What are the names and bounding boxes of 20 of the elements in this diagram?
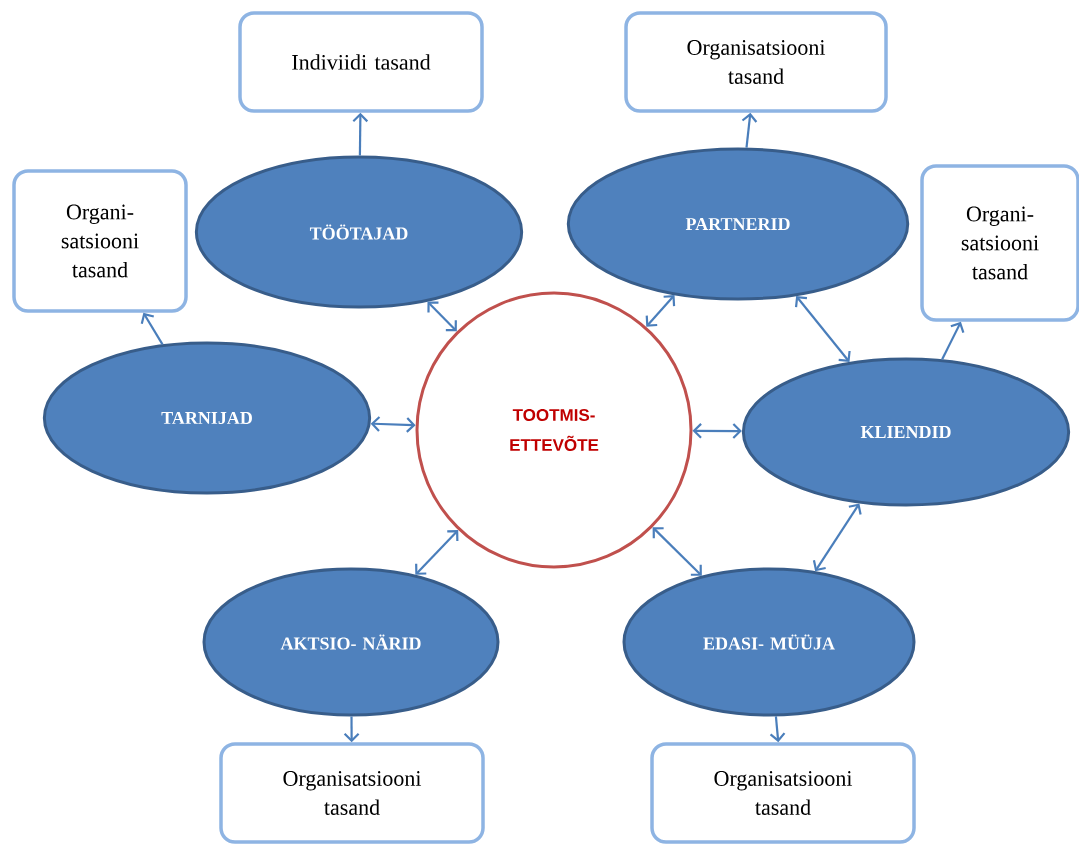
arrow xyxy=(741,112,758,148)
arrow xyxy=(812,503,862,572)
arrow xyxy=(794,295,851,363)
level-box: Indiviidi tasand xyxy=(238,11,484,113)
arrow xyxy=(941,321,965,360)
level-box: Organi- satsiooni tasand xyxy=(12,169,188,313)
arrow xyxy=(769,716,786,743)
level-box: Organisatsiooni tasand xyxy=(624,11,888,113)
arrow xyxy=(427,301,457,332)
arrow xyxy=(652,527,702,576)
arrow xyxy=(645,295,676,327)
arrow xyxy=(352,112,369,156)
arrow xyxy=(692,423,742,439)
level-box: Organisatsiooni tasand xyxy=(219,742,485,844)
level-box: Organisatsiooni tasand xyxy=(650,742,916,844)
arrow xyxy=(343,716,360,743)
arrow xyxy=(370,416,416,433)
arrow xyxy=(140,312,164,345)
level-box: Organi- satsiooni tasand xyxy=(920,164,1079,322)
arrow xyxy=(415,530,459,575)
